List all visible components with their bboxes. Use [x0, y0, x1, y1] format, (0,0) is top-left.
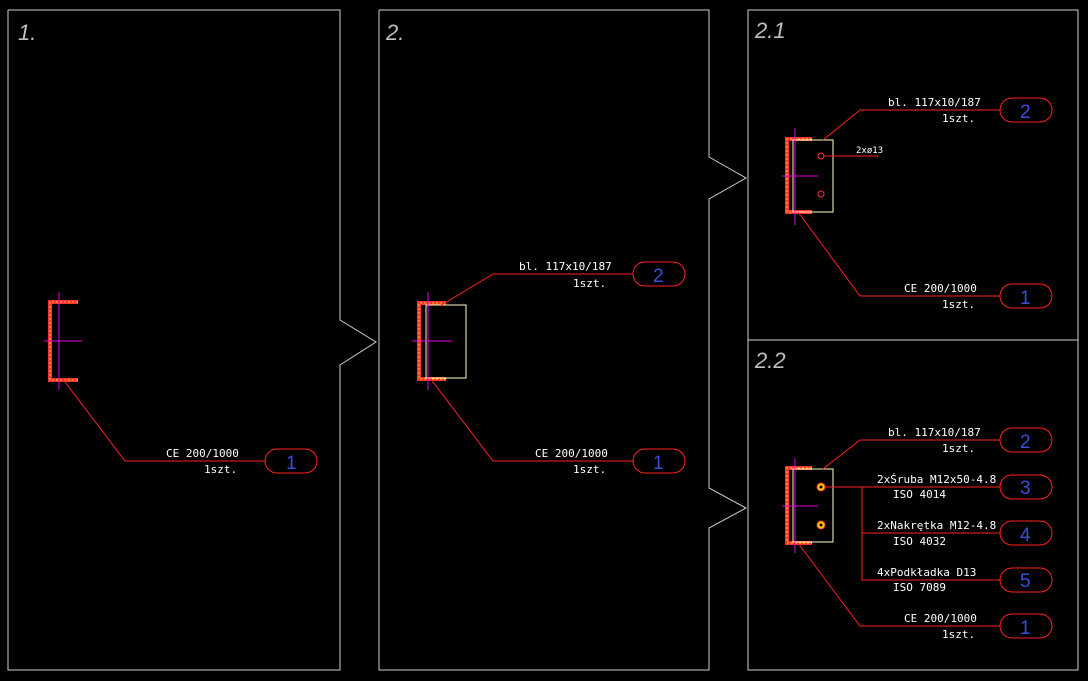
panel-2-2-profile — [782, 458, 834, 553]
panel-2-1-leaders — [797, 97, 1053, 309]
panel-1-frame — [7, 9, 377, 671]
p1-profile-qty: 1szt. — [204, 463, 237, 476]
p2-profile-num: 1 — [653, 453, 664, 474]
p21-plate-qty: 1szt. — [942, 112, 975, 125]
p22-bolt-std: ISO 4014 — [893, 488, 946, 501]
p22-nut-name: 2xNakrętka M12-4.8 — [877, 519, 996, 532]
p21-plate-name: bl. 117x10/187 — [888, 96, 981, 109]
p22-plate-qty: 1szt. — [942, 442, 975, 455]
panel-2-1-title: 2.1 — [754, 18, 786, 43]
p22-plate-num: 2 — [1020, 432, 1031, 453]
panel-2-2-leaders — [797, 427, 1053, 639]
panel-2-frame — [378, 9, 748, 671]
panel-2-2-title: 2.2 — [754, 348, 786, 373]
p1-profile-num: 1 — [286, 453, 297, 474]
p22-profile-num: 1 — [1020, 618, 1031, 639]
p2-profile-qty: 1szt. — [573, 463, 606, 476]
p2-plate-num: 2 — [653, 266, 664, 287]
p2-plate-name: bl. 117x10/187 — [519, 260, 612, 273]
panel-2-1-profile — [782, 128, 834, 225]
p2-plate-qty: 1szt. — [573, 277, 606, 290]
p22-washer-name: 4xPodkładka D13 — [877, 566, 976, 579]
p21-hole-note: 2xø13 — [856, 146, 883, 156]
p22-bolt-num: 3 — [1020, 478, 1031, 499]
panel-1-profile — [44, 292, 82, 390]
p22-plate-name: bl. 117x10/187 — [888, 426, 981, 439]
p21-profile-qty: 1szt. — [942, 298, 975, 311]
p22-nut-num: 4 — [1020, 525, 1031, 546]
p2-profile-name: CE 200/1000 — [535, 447, 608, 460]
panel-2-profile — [412, 292, 467, 390]
panel-2-title: 2. — [385, 20, 404, 45]
p21-profile-num: 1 — [1020, 288, 1031, 309]
p22-washer-std: ISO 7089 — [893, 581, 946, 594]
p21-plate-num: 2 — [1020, 102, 1031, 123]
p22-profile-name: CE 200/1000 — [904, 612, 977, 625]
p22-bolt-name: 2xŚruba M12x50-4.8 — [877, 473, 996, 486]
panel-1-leader-profile — [61, 377, 318, 474]
p22-profile-qty: 1szt. — [942, 628, 975, 641]
panel-2-leaders — [429, 261, 686, 474]
p22-nut-std: ISO 4032 — [893, 535, 946, 548]
p22-washer-num: 5 — [1020, 571, 1031, 592]
panel-2-2-frame — [747, 339, 1079, 671]
p21-profile-name: CE 200/1000 — [904, 282, 977, 295]
p1-profile-name: CE 200/1000 — [166, 447, 239, 460]
panel-1-title: 1. — [18, 20, 36, 45]
